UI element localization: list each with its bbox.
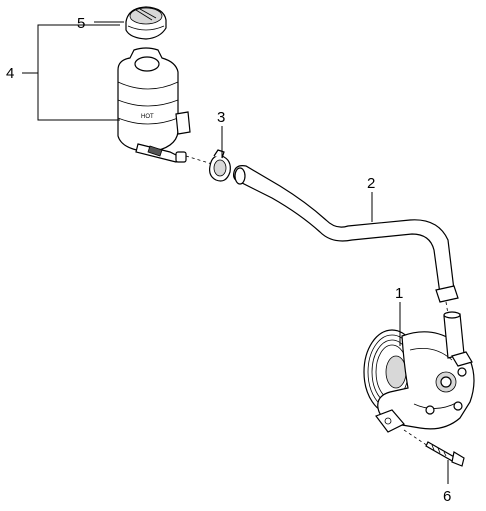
leader-line-4 [22, 24, 120, 121]
hose-clamp [209, 149, 231, 182]
mounting-bolt [403, 429, 465, 467]
callout-5: 5 [77, 15, 85, 32]
callout-2: 2 [367, 175, 375, 192]
reservoir-tank: HOT [117, 47, 213, 165]
steering-pump [363, 301, 475, 433]
return-hose [233, 165, 459, 303]
callout-1: 1 [395, 285, 403, 302]
tank-label-text: HOT [141, 114, 154, 120]
callout-4: 4 [6, 65, 14, 82]
callout-6: 6 [443, 488, 451, 505]
reservoir-cap [125, 6, 167, 40]
callout-3: 3 [217, 109, 225, 126]
